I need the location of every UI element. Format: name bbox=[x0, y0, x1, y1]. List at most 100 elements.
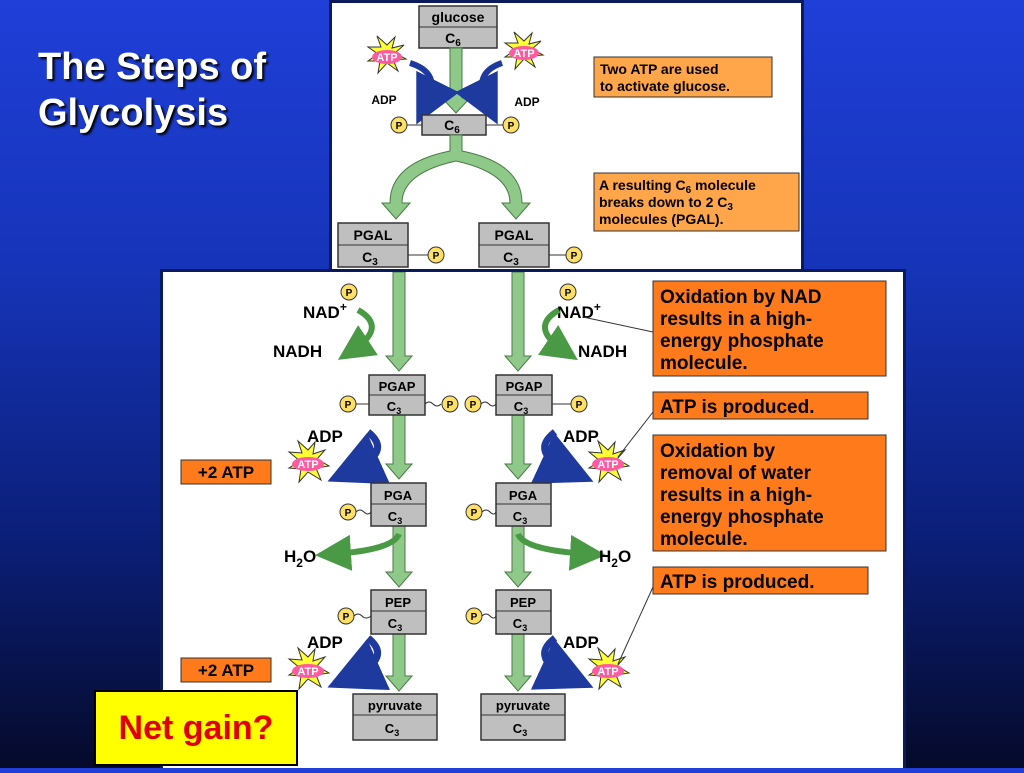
plus-2-atp-badge-2: +2 ATP bbox=[180, 657, 272, 683]
atp-star: ATP bbox=[587, 646, 631, 691]
callout-pointer bbox=[582, 316, 654, 333]
blue-arrow-left bbox=[408, 60, 460, 125]
atp-star: ATP bbox=[287, 439, 331, 484]
pyruvate-box-left: pyruvate C3 bbox=[352, 693, 438, 741]
phosphate-icon bbox=[559, 283, 577, 301]
svg-text:C3: C3 bbox=[513, 616, 527, 633]
svg-text:ATP: ATP bbox=[297, 666, 318, 678]
svg-text:C3: C3 bbox=[503, 249, 519, 268]
top-diagram: glucose C6 ATP ATP ADP ADP P C6 bbox=[337, 5, 800, 268]
svg-text:P: P bbox=[346, 288, 353, 299]
plus-2-atp-badge-1: +2 ATP bbox=[180, 459, 272, 485]
blue-arrow bbox=[327, 429, 391, 485]
adp-label: ADP bbox=[307, 427, 343, 446]
callout-atp-used: Two ATP are used to activate glucose. bbox=[593, 56, 773, 98]
blue-arrow bbox=[530, 429, 594, 484]
callout-pointer bbox=[617, 411, 654, 458]
svg-text:P: P bbox=[345, 400, 352, 411]
pep-box-left: PEP C3 P bbox=[337, 589, 427, 635]
atp-star: ATP bbox=[287, 646, 331, 691]
adp-label: ADP bbox=[307, 633, 343, 652]
atp-star: ATP bbox=[587, 439, 631, 484]
callout-pointer bbox=[617, 586, 654, 665]
callout-atp-produced-2: ATP is produced. bbox=[652, 566, 869, 595]
svg-text:P: P bbox=[447, 400, 454, 411]
green-vertical-arrows bbox=[384, 271, 533, 692]
svg-text:to activate glucose.: to activate glucose. bbox=[600, 78, 730, 94]
bottom-diagram: P P NAD+ NAD+ NADH NADH PGAP C3 P P PGAP… bbox=[180, 271, 887, 741]
glucose-box: glucose C6 bbox=[418, 5, 498, 49]
water-arrow-left bbox=[315, 532, 402, 571]
svg-text:ATP is produced.: ATP is produced. bbox=[660, 397, 815, 418]
glucose-label: glucose bbox=[432, 9, 485, 25]
svg-text:C3: C3 bbox=[513, 509, 527, 526]
svg-text:results in a high-: results in a high- bbox=[660, 485, 812, 506]
svg-text:P: P bbox=[433, 251, 440, 262]
h2o-label-right: H2O bbox=[599, 547, 631, 570]
svg-text:C3: C3 bbox=[362, 249, 378, 268]
svg-text:ATP is produced.: ATP is produced. bbox=[660, 572, 815, 593]
callout-oxidation-water: Oxidation by removal of water results in… bbox=[652, 434, 887, 552]
svg-text:molecule.: molecule. bbox=[660, 353, 748, 374]
svg-text:molecules (PGAL).: molecules (PGAL). bbox=[599, 211, 723, 227]
svg-text:PGAL: PGAL bbox=[354, 227, 393, 243]
svg-text:P: P bbox=[471, 612, 478, 623]
nad-label-right: NAD+ bbox=[557, 300, 601, 322]
callout-oxidation-nad: Oxidation by NAD results in a high- ener… bbox=[652, 280, 887, 377]
svg-text:+2 ATP: +2 ATP bbox=[198, 661, 254, 680]
svg-text:PGAP: PGAP bbox=[506, 379, 543, 394]
blue-arrow bbox=[530, 635, 594, 690]
svg-text:P: P bbox=[345, 508, 352, 519]
nadh-label-right: NADH bbox=[578, 342, 627, 361]
svg-text:P: P bbox=[471, 508, 478, 519]
atp-label: ATP bbox=[376, 52, 397, 64]
pgap-box-right: PGAP C3 P P bbox=[464, 374, 588, 416]
adp-label-right: ADP bbox=[514, 95, 539, 109]
svg-text:P: P bbox=[343, 612, 350, 623]
svg-text:pyruvate: pyruvate bbox=[496, 698, 550, 713]
phosphorylated-c6: P C6 P bbox=[390, 114, 520, 136]
svg-text:C3: C3 bbox=[513, 721, 527, 738]
adp-label: ADP bbox=[563, 633, 599, 652]
title-line-2: Glycolysis bbox=[38, 92, 229, 134]
svg-text:Oxidation by: Oxidation by bbox=[660, 441, 776, 462]
nad-arrow-right bbox=[538, 307, 578, 361]
nad-label-left: NAD+ bbox=[303, 300, 347, 322]
glucose-c6: C6 bbox=[445, 30, 461, 49]
pgal-box-left: PGAL C3 P bbox=[337, 222, 445, 268]
svg-text:P: P bbox=[571, 251, 578, 262]
svg-text:C3: C3 bbox=[385, 721, 399, 738]
svg-text:PGAP: PGAP bbox=[379, 379, 416, 394]
pga-box-right: PGA C3 P bbox=[465, 482, 552, 527]
pep-box-right: PEP C3 P bbox=[465, 589, 552, 635]
adp-label-left: ADP bbox=[371, 93, 396, 107]
svg-text:C3: C3 bbox=[388, 509, 402, 526]
svg-text:PGAL: PGAL bbox=[495, 227, 534, 243]
svg-text:P: P bbox=[470, 400, 477, 411]
phosphate-icon bbox=[340, 283, 358, 301]
green-fork-arrow bbox=[380, 134, 532, 220]
svg-text:energy phosphate: energy phosphate bbox=[660, 507, 824, 528]
svg-text:PGA: PGA bbox=[384, 488, 413, 503]
svg-text:ATP: ATP bbox=[597, 666, 618, 678]
svg-text:C3: C3 bbox=[514, 399, 528, 416]
svg-text:removal of water: removal of water bbox=[660, 463, 812, 484]
nadh-label-left: NADH bbox=[273, 342, 322, 361]
svg-text:molecule.: molecule. bbox=[660, 529, 748, 550]
svg-text:pyruvate: pyruvate bbox=[368, 698, 422, 713]
title-line-1: The Steps of bbox=[38, 46, 267, 88]
svg-text:C6: C6 bbox=[444, 117, 460, 136]
svg-text:breaks down to 2 C3: breaks down to 2 C3 bbox=[599, 194, 733, 213]
svg-text:C3: C3 bbox=[387, 399, 401, 416]
callout-atp-produced-1: ATP is produced. bbox=[652, 391, 869, 420]
pgap-box-left: PGAP C3 P P bbox=[339, 374, 459, 416]
svg-text:+2 ATP: +2 ATP bbox=[198, 463, 254, 482]
svg-text:ATP: ATP bbox=[297, 459, 318, 471]
svg-text:C3: C3 bbox=[388, 616, 402, 633]
svg-text:PGA: PGA bbox=[509, 488, 538, 503]
svg-text:Two ATP are used: Two ATP are used bbox=[600, 61, 719, 77]
atp-star-left: ATP bbox=[366, 35, 408, 75]
svg-text:A resulting C6 molecule: A resulting C6 molecule bbox=[599, 177, 756, 196]
svg-text:energy phosphate: energy phosphate bbox=[660, 331, 824, 352]
svg-text:PEP: PEP bbox=[510, 595, 536, 610]
